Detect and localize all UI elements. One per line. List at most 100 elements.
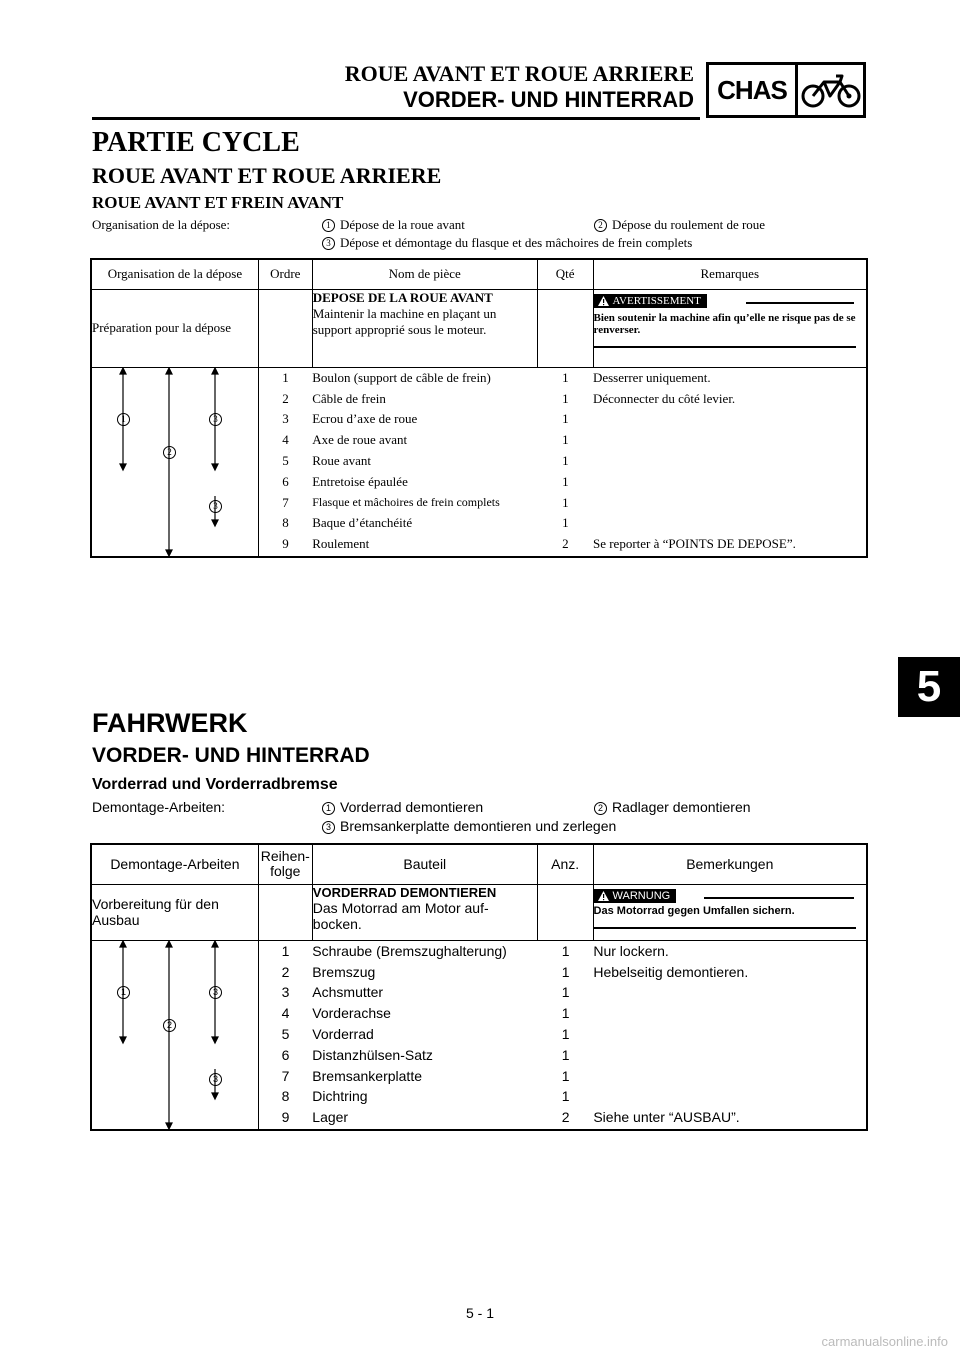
fr-col-header: Organisation de la dépose <box>90 258 259 290</box>
step-order: 1 <box>282 369 289 385</box>
marker-3: 3 <box>209 985 222 999</box>
fr-table-header: Organisation de la dépose Ordre Nom de p… <box>90 258 868 290</box>
step-part: Baque d’étanchéité <box>312 515 413 531</box>
step-part: Câble de frein <box>312 390 386 406</box>
fr-prep-label: Préparation pour la dépose <box>90 288 259 368</box>
section-code-box: CHAS <box>706 62 866 118</box>
step-qty: 1 <box>562 432 569 448</box>
step-qty: 1 <box>562 473 569 489</box>
table-row: 6 Distanzhülsen-Satz 1 <box>259 1044 866 1065</box>
step-remark <box>593 430 866 451</box>
step-order: 2 <box>282 390 289 406</box>
step-order: 8 <box>282 515 289 531</box>
de-col-header: Anz. <box>536 843 594 885</box>
step-part: Distanzhülsen-Satz <box>312 1046 433 1063</box>
step-remark <box>593 513 866 534</box>
step-order: 3 <box>281 984 290 1001</box>
marker-3: 3 <box>209 499 222 513</box>
de-col-header: Reihen-folge <box>257 843 313 885</box>
step-part: Dichtring <box>312 1088 368 1105</box>
step-remark: Déconnecter du côté levier. <box>592 390 736 406</box>
step-part: Vorderrad <box>312 1026 374 1043</box>
step-qty: 1 <box>561 1088 570 1105</box>
warning-triangle-icon <box>597 890 609 901</box>
step-order: 4 <box>281 1005 290 1022</box>
fr-prep-part-text: Maintenir la machine en plaçant un suppo… <box>312 305 497 337</box>
de-warning-text: Das Motorrad gegen Umfallen sichern. <box>593 904 795 917</box>
table-row: 2 Câble de frein 1 Déconnecter du côté levi… <box>259 388 866 409</box>
fr-heading-1: PARTIE CYCLE <box>92 127 300 158</box>
de-sequence-diagram: 1 2 3 3 <box>90 939 259 1130</box>
de-prep-part-title: VORDERRAD DEMONTIEREN <box>312 884 497 900</box>
watermark: carmanualsonline.info <box>821 1334 948 1349</box>
step-order: 3 <box>282 411 289 427</box>
fr-col-header: Qté <box>536 258 594 290</box>
step-order: 2 <box>281 963 290 980</box>
step-qty: 1 <box>561 1005 570 1022</box>
step-order: 6 <box>281 1046 290 1063</box>
step-part: Vorderachse <box>312 1005 391 1022</box>
step-remark <box>593 492 866 513</box>
step-qty: 1 <box>562 390 569 406</box>
step-qty: 1 <box>561 963 570 980</box>
step-remark: Hebelseitig demontieren. <box>593 963 749 980</box>
header-title-de: VORDER- UND HINTERRAD <box>403 87 694 112</box>
de-prep-label: Vorbereitung für den Ausbau <box>90 883 259 941</box>
step-remark: Siehe unter “AUSBAU”. <box>593 1109 740 1126</box>
step-qty: 1 <box>562 453 569 469</box>
de-heading-3: Vorderrad und Vorderradbremse <box>92 776 338 793</box>
de-col-header: Demontage-Arbeiten <box>90 843 259 885</box>
header-rule <box>92 117 700 120</box>
de-parts-table: Demontage-Arbeiten Reihen-folge Bauteil … <box>90 843 868 1131</box>
section-code-label: CHAS <box>709 65 798 115</box>
fr-prep-part-title: DEPOSE DE LA ROUE AVANT <box>312 289 493 305</box>
step-qty: 1 <box>562 515 569 531</box>
de-prep-part-text: Das Motorrad am Motor auf-bocken. <box>312 899 489 932</box>
step-remark <box>593 1003 866 1024</box>
fr-heading-2: ROUE AVANT ET ROUE ARRIERE <box>92 163 442 188</box>
step-remark <box>593 1024 866 1045</box>
motorcycle-icon <box>798 65 863 115</box>
step-part: Entretoise épaulée <box>312 473 408 489</box>
marker-3: 3 <box>209 412 222 426</box>
step-part: Bremsankerplatte <box>312 1067 422 1084</box>
fr-heading-3: ROUE AVANT ET FREIN AVANT <box>92 193 344 212</box>
step-remark: Nur lockern. <box>593 942 669 959</box>
step-order: 1 <box>281 942 290 959</box>
fr-col-header: Remarques <box>592 258 868 290</box>
step-qty: 1 <box>562 494 569 510</box>
fr-parts-table: Organisation de la dépose Ordre Nom de p… <box>90 258 868 558</box>
marker-1: 1 <box>117 985 130 999</box>
step-qty: 1 <box>561 1046 570 1063</box>
step-order: 9 <box>282 536 289 552</box>
step-remark <box>593 1086 866 1107</box>
step-remark <box>593 982 866 1003</box>
step-remark: Se reporter à “POINTS DE DEPOSE”. <box>592 536 796 552</box>
fr-col-header: Ordre <box>257 258 313 290</box>
step-remark: Desserrer uniquement. <box>592 369 711 385</box>
de-heading-1: FAHRWERK <box>92 708 248 738</box>
step-qty: 1 <box>562 369 569 385</box>
fr-sequence-diagram: 1 2 3 3 <box>90 366 259 557</box>
step-qty: 1 <box>561 1026 570 1043</box>
marker-2: 2 <box>163 445 176 459</box>
table-row: 8 Baque d’étanchéité 1 <box>259 513 866 534</box>
step-part: Roue avant <box>312 453 372 469</box>
